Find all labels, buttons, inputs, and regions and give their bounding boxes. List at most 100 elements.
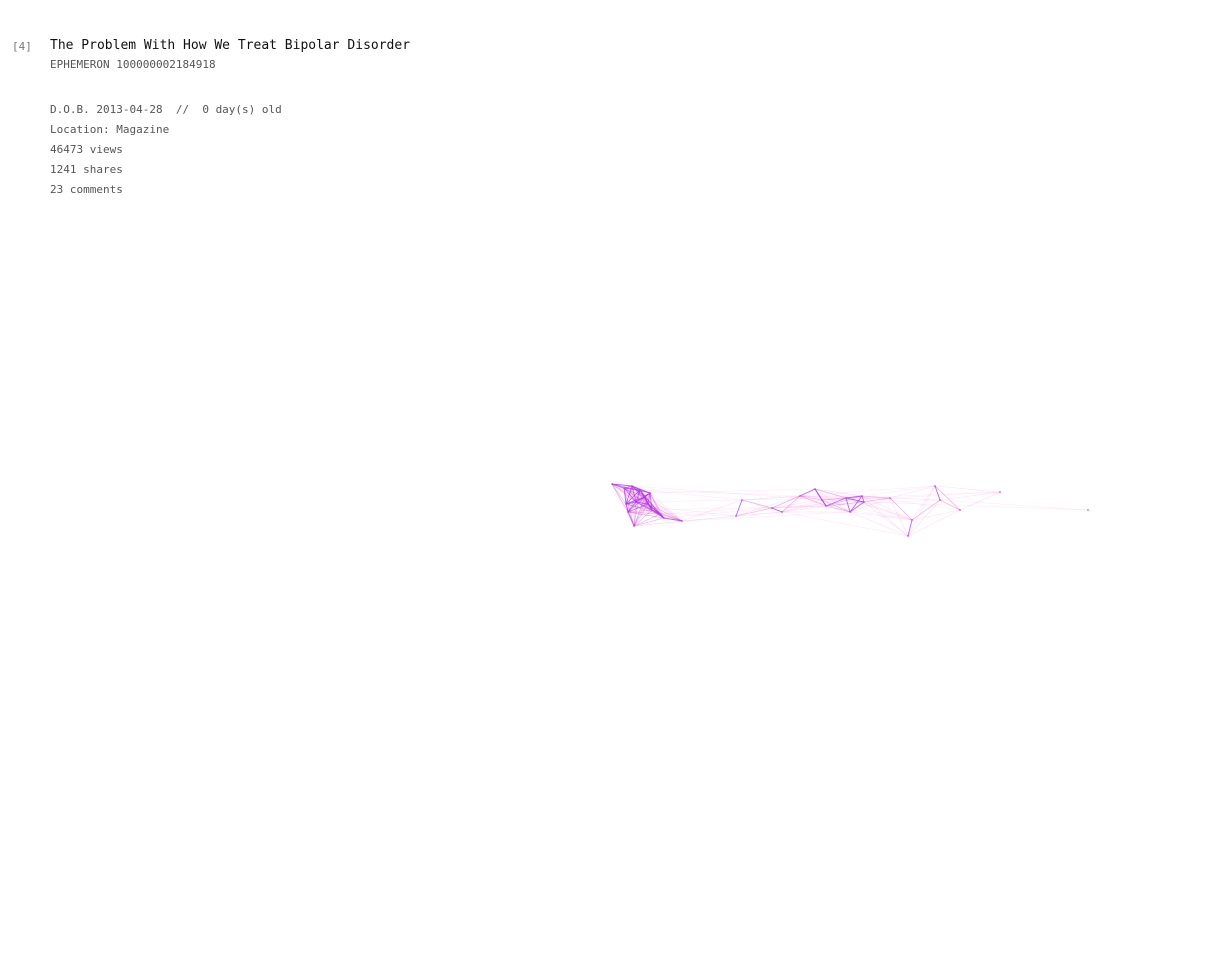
graph-edge [861, 495, 891, 499]
graph-edge [633, 517, 665, 527]
graph-edge [845, 495, 863, 499]
graph-edge [849, 495, 863, 513]
graph-edge [639, 489, 649, 505]
graph-edge [845, 497, 851, 513]
graph-edge [639, 489, 646, 498]
graph-node [781, 511, 783, 513]
shares-count: 1241 shares [50, 163, 123, 176]
graph-edge [771, 505, 827, 509]
graph-edge [625, 496, 646, 505]
graph-node [861, 495, 863, 497]
graph-edge [611, 483, 651, 494]
graph-edge [821, 497, 847, 501]
graph-edge [635, 497, 847, 503]
graph-edge [647, 503, 661, 515]
graph-edge [611, 483, 625, 489]
graph-edge [889, 491, 1001, 499]
graph-edge [631, 485, 653, 511]
graph-edge [771, 499, 941, 509]
graph-edge [623, 487, 743, 501]
graph-edge [741, 499, 773, 509]
graph-edge [863, 497, 891, 503]
entry-header: The Problem With How We Treat Bipolar Di… [50, 38, 410, 72]
graph-edge [627, 509, 653, 513]
graph-edge [825, 497, 891, 507]
graph-edge [623, 487, 653, 511]
graph-edge [627, 489, 641, 513]
graph-edge [639, 489, 651, 494]
graph-edge [631, 485, 637, 503]
graph-edge [735, 511, 783, 517]
graph-edge [631, 485, 641, 491]
graph-edge [814, 488, 823, 501]
graph-edge [735, 499, 743, 517]
graph-edge [635, 496, 646, 503]
entry-index: [4] [12, 40, 32, 53]
graph-edge [635, 501, 653, 511]
graph-edge [639, 489, 683, 522]
graph-edge [821, 499, 827, 507]
graph-node [627, 511, 629, 513]
graph-edge [611, 483, 661, 515]
graph-edge [849, 511, 909, 537]
entry-title[interactable]: The Problem With How We Treat Bipolar Di… [50, 38, 411, 53]
graph-edge [741, 495, 801, 501]
graph-edge [623, 487, 661, 515]
graph-node [623, 487, 625, 489]
graph-edge [849, 497, 891, 513]
graph-edge [627, 492, 651, 513]
graph-edge [863, 501, 1089, 511]
graph-node [649, 492, 651, 494]
graph-edge [644, 496, 653, 511]
graph-edge [649, 492, 661, 515]
graph-edge [849, 511, 913, 521]
graph-edge [627, 485, 633, 513]
graph-edge [644, 496, 649, 505]
graph-edge [627, 511, 661, 515]
graph-edge [814, 488, 847, 499]
graph-edge [631, 485, 651, 494]
graph-edge [631, 485, 823, 501]
graph-edge [861, 495, 913, 521]
graph-edge [625, 489, 641, 505]
entry-identifier: EPHEMERON 100000002184918 [50, 58, 216, 71]
graph-node [681, 520, 683, 522]
graph-node [849, 511, 851, 513]
graph-node [845, 497, 847, 499]
graph-edge [635, 501, 661, 515]
graph-edge [659, 501, 865, 515]
graph-edge [907, 509, 961, 537]
graph-edge [735, 495, 801, 517]
graph-edge [623, 487, 629, 513]
graph-edge [907, 519, 913, 537]
graph-edge [639, 489, 661, 515]
graph-edge [625, 485, 633, 505]
graph-edge [611, 483, 646, 498]
graph-edge [627, 501, 637, 513]
graph-node [639, 489, 641, 491]
graph-node [799, 495, 801, 497]
graph-edge [845, 497, 865, 503]
graph-edge [799, 495, 823, 501]
graph-edge [863, 501, 913, 521]
graph-edge [799, 495, 851, 513]
graph-edge [821, 499, 865, 503]
graph-node [939, 499, 941, 501]
graph-edge [625, 503, 661, 515]
graph-edge [623, 487, 665, 519]
graph-edge [771, 499, 823, 509]
graph-node [863, 501, 865, 503]
graph-edge [681, 515, 737, 522]
graph-node [1087, 509, 1089, 511]
views-count: 46473 views [50, 143, 123, 156]
graph-node [735, 515, 737, 517]
graph-edge [635, 501, 683, 522]
graph-edge [771, 507, 783, 513]
graph-edge [627, 503, 649, 513]
graph-edge [635, 501, 665, 519]
graph-edge [934, 485, 941, 501]
graph-edge [627, 511, 665, 519]
graph-edge [623, 487, 649, 505]
graph-edge [649, 492, 653, 511]
graph-edge [625, 503, 683, 522]
